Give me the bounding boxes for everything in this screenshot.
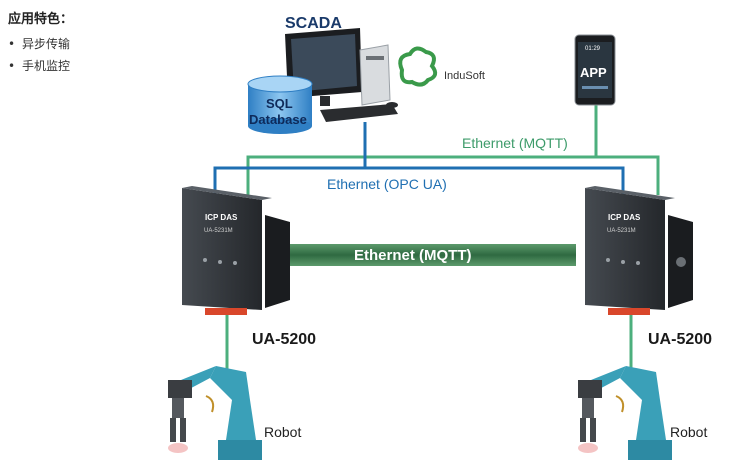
device-left-brand: ICP DAS (205, 213, 238, 222)
device-right-brand: ICP DAS (608, 213, 641, 222)
ua5200-device-right: ICP DAS UA-5231M (585, 186, 693, 315)
mqtt-band (286, 244, 576, 266)
robot-left-label: Robot (264, 424, 301, 440)
sql-database-icon: SQL Database (247, 75, 313, 134)
bullet-icon: • (8, 59, 16, 73)
indusoft-label: InduSoft (444, 70, 485, 82)
feature-item-mobile: •手机监控 (8, 55, 73, 77)
sql-label: SQL (266, 96, 293, 111)
ethernet-opcua-label: Ethernet (OPC UA) (327, 176, 447, 192)
device-left-model: UA-5231M (204, 228, 233, 234)
mqtt-link-line (246, 155, 660, 195)
feature-list: 应用特色： •异步传输 •手机监控 (8, 8, 73, 77)
device-left-label: UA-5200 (252, 331, 316, 348)
phone-time: 01:29 (585, 46, 601, 52)
opcua-link-line (213, 166, 625, 200)
robot-arm-right (578, 366, 672, 460)
device-right-label: UA-5200 (648, 331, 712, 348)
database-label: Database (249, 112, 307, 127)
feature-title: 应用特色： (8, 12, 74, 27)
ua5200-device-left: ICP DAS UA-5231M (182, 186, 290, 315)
smartphone: 01:29 APP (574, 34, 616, 106)
scada-label: SCADA (285, 15, 342, 32)
ethernet-mqtt-top-label: Ethernet (MQTT) (462, 135, 568, 151)
device-right-model: UA-5231M (607, 228, 636, 234)
indusoft-logo: InduSoft (398, 46, 485, 87)
ethernet-mqtt-middle-label: Ethernet (MQTT) (354, 247, 472, 264)
robot-arm-left (168, 366, 262, 460)
scada-computer: SCADA (285, 15, 398, 122)
feature-item-async: •异步传输 (8, 33, 73, 55)
bullet-icon: • (8, 37, 16, 51)
robot-right-label: Robot (670, 424, 707, 440)
app-label: APP (580, 65, 607, 80)
